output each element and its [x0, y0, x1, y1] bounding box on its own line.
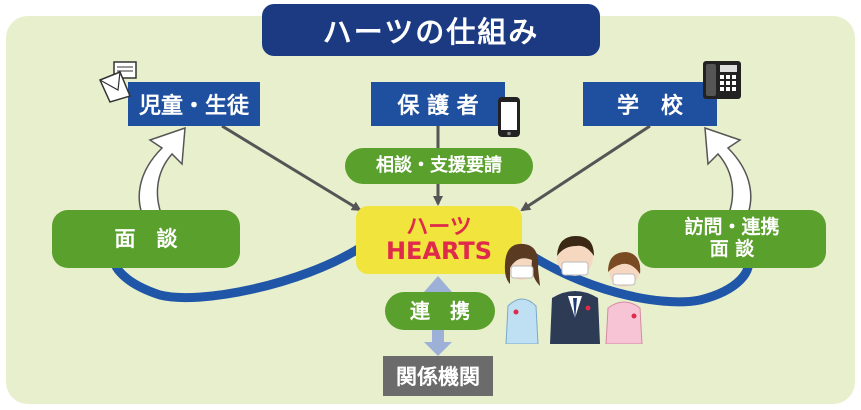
school-to-hearts-arrow: [520, 124, 651, 212]
visit-cooperation-label: 訪問・連携 面 談: [638, 210, 826, 268]
desk-phone-icon: [703, 61, 741, 99]
node-guardian: 保 護 者: [371, 82, 505, 126]
node-guardian-label: 保 護 者: [397, 94, 479, 119]
consult-request-text: 相談・支援要請: [376, 154, 502, 176]
smartphone-icon: [498, 97, 520, 137]
left-blue-curve: [109, 243, 365, 303]
hearts-jp-label: ハーツ: [406, 214, 472, 240]
mail-icon: [98, 61, 137, 103]
left-up-arrow: [138, 126, 186, 231]
staff-people-illustration: [504, 236, 643, 344]
node-agencies: 関係機関: [383, 356, 493, 396]
interview-left-label: 面 談: [52, 210, 240, 268]
hearts-center-node: ハーツ HEARTS: [356, 206, 522, 274]
visit-cooperation-text-line1: 訪問・連携: [684, 216, 780, 239]
node-school: 学 校: [583, 82, 717, 126]
staff-woman-right: [605, 252, 643, 344]
hearts-en-label: HEARTS: [385, 236, 493, 265]
cooperation-label: 連 携: [385, 292, 495, 330]
consult-request-label: 相談・支援要請: [345, 148, 533, 184]
cooperation-text: 連 携: [410, 298, 470, 323]
node-student: 児童・生徒: [128, 82, 260, 126]
visit-cooperation-text-line2: 面 談: [709, 238, 755, 260]
interview-left-text: 面 談: [114, 226, 178, 251]
node-student-label: 児童・生徒: [138, 94, 249, 119]
student-to-hearts-arrow: [221, 124, 362, 212]
node-agencies-label: 関係機関: [396, 365, 480, 389]
right-up-arrow: [704, 126, 752, 231]
staff-man-center: [550, 236, 600, 344]
node-school-label: 学 校: [616, 94, 683, 119]
staff-woman-left: [504, 243, 540, 344]
page-title: ハーツの仕組み: [262, 4, 600, 56]
